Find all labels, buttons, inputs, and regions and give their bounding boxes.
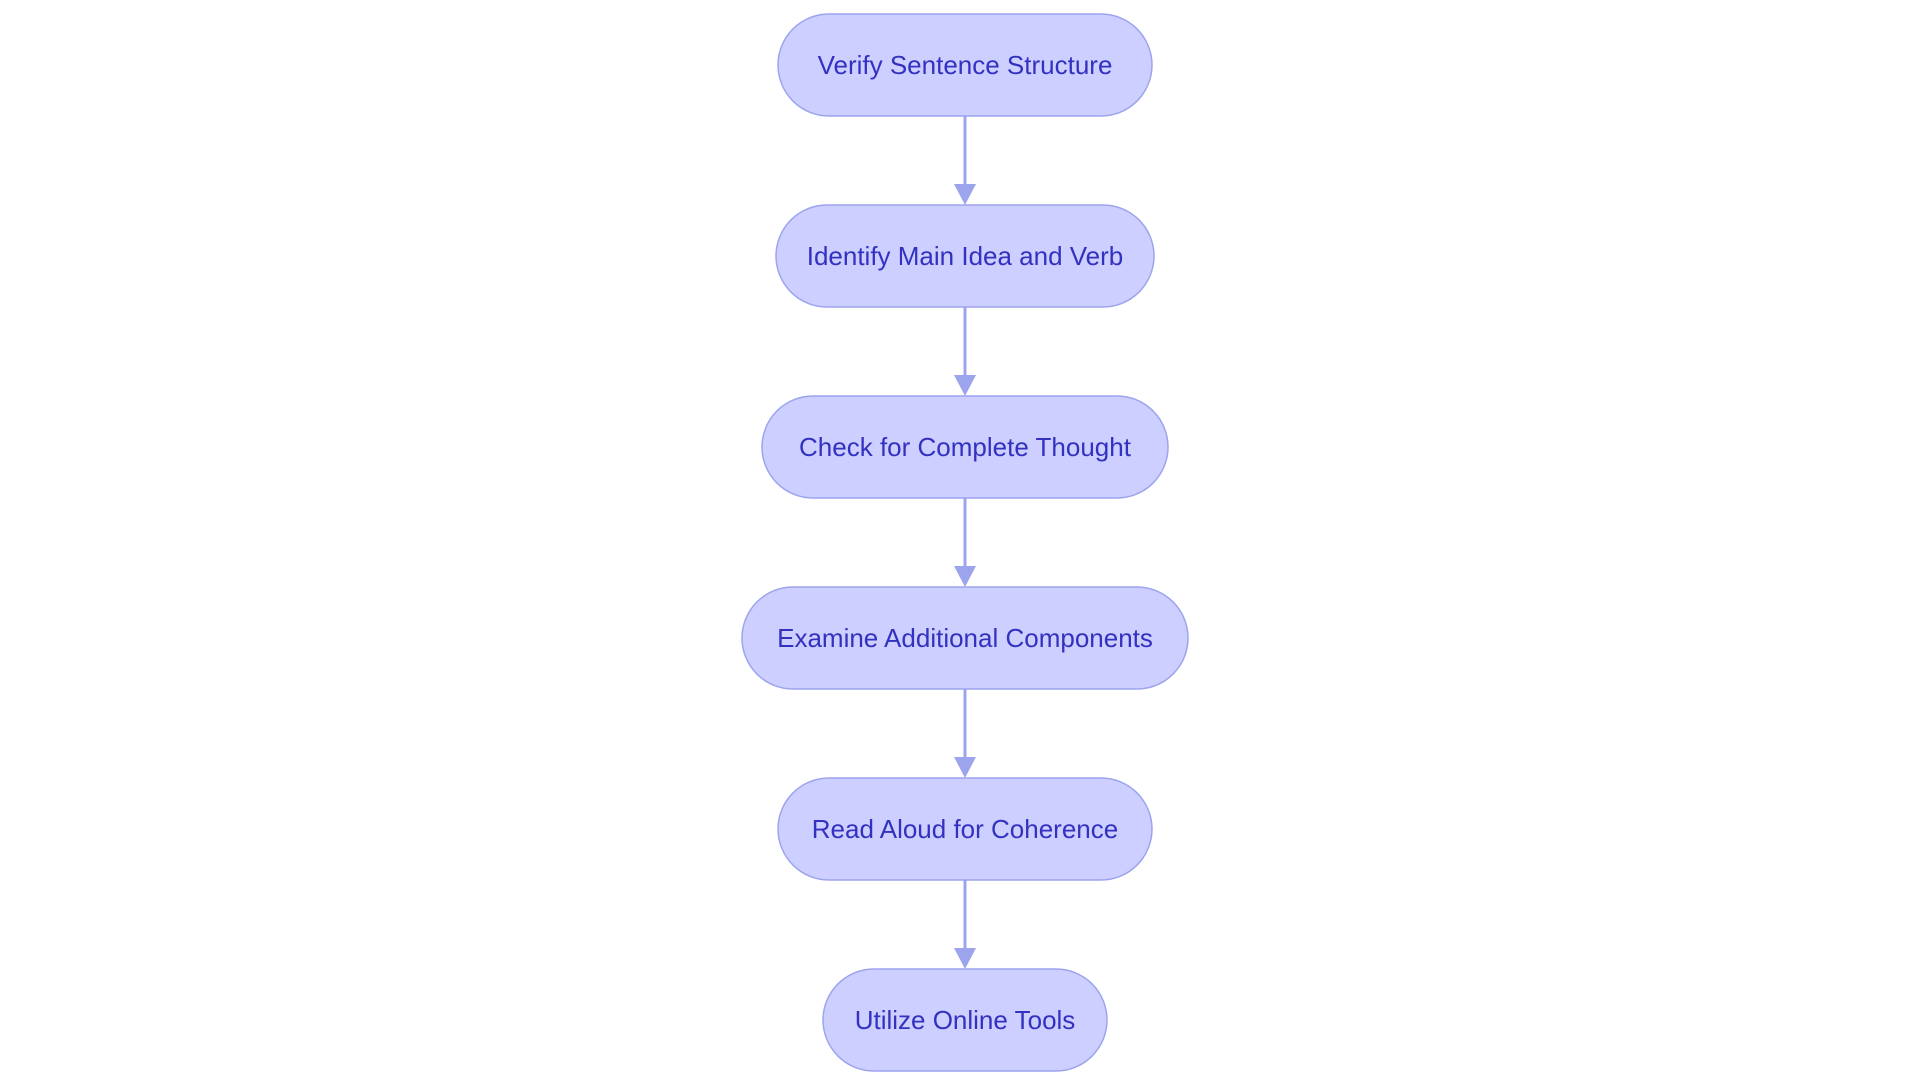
edge-n5-n6 (954, 880, 976, 969)
edge-n2-n3 (954, 307, 976, 396)
node-pill (775, 204, 1155, 308)
node-label: Check for Complete Thought (799, 432, 1132, 462)
node-pill (761, 395, 1169, 499)
arrowhead-icon (954, 948, 976, 969)
node-pill (777, 777, 1153, 881)
arrowhead-icon (954, 566, 976, 587)
node-verify-sentence-structure[interactable]: Verify Sentence Structure (777, 13, 1153, 117)
node-read-aloud-for-coherence[interactable]: Read Aloud for Coherence (777, 777, 1153, 881)
edge-n4-n5 (954, 689, 976, 778)
arrowhead-icon (954, 184, 976, 205)
edges-layer (954, 116, 976, 969)
node-label: Verify Sentence Structure (818, 50, 1113, 80)
node-label: Examine Additional Components (777, 623, 1153, 653)
arrowhead-icon (954, 375, 976, 396)
node-label: Read Aloud for Coherence (812, 814, 1118, 844)
edge-n3-n4 (954, 498, 976, 587)
node-pill (741, 586, 1189, 690)
node-examine-additional-components[interactable]: Examine Additional Components (741, 586, 1189, 690)
node-identify-main-idea-and-verb[interactable]: Identify Main Idea and Verb (775, 204, 1155, 308)
edge-n1-n2 (954, 116, 976, 205)
node-pill (777, 13, 1153, 117)
node-utilize-online-tools[interactable]: Utilize Online Tools (822, 968, 1108, 1072)
node-label: Identify Main Idea and Verb (807, 241, 1124, 271)
node-label: Utilize Online Tools (855, 1005, 1076, 1035)
node-pill (822, 968, 1108, 1072)
nodes-layer: Verify Sentence Structure Identify Main … (741, 13, 1189, 1072)
arrowhead-icon (954, 757, 976, 778)
node-check-for-complete-thought[interactable]: Check for Complete Thought (761, 395, 1169, 499)
